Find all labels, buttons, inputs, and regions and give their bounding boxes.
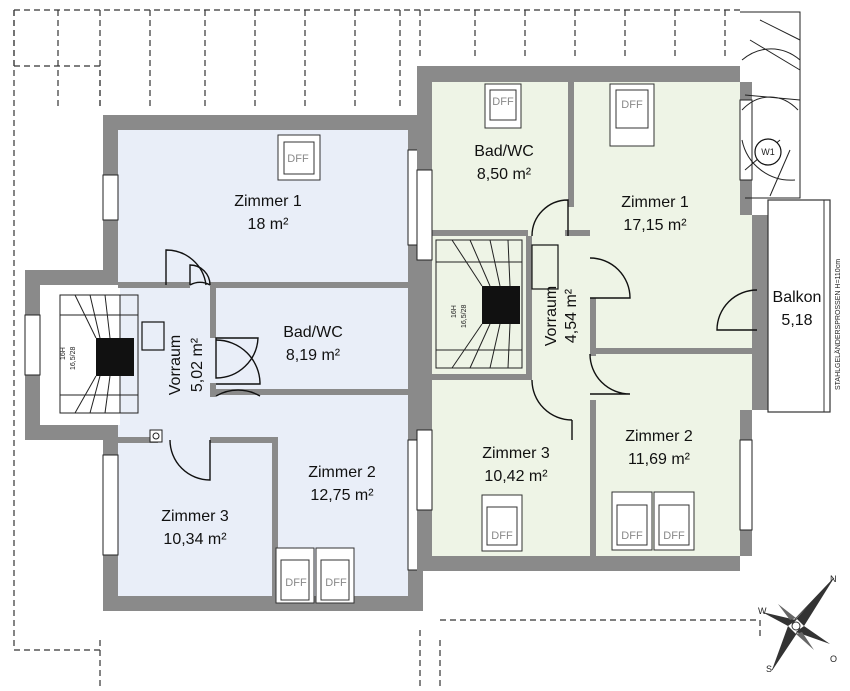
left-badwc-area: 8,19 m² (286, 347, 341, 364)
skylight-label: DFF (491, 530, 513, 542)
compass-rose: W N S O (758, 574, 837, 674)
skylight-label: DFF (287, 153, 309, 165)
right-zimmer2-area: 11,69 m² (628, 451, 691, 468)
right-zimmer3-area: 10,42 m² (484, 468, 548, 485)
right-vorraum-area: 4,54 m² (563, 288, 580, 343)
left-zimmer2-name: Zimmer 2 (308, 464, 376, 481)
balcony: Balkon 5,18 STAHLGELÄNDERSPROSSEN H=110c… (767, 199, 842, 413)
right-skylight-zimmer2a: DFF (611, 491, 653, 551)
skylight-label: DFF (325, 577, 347, 589)
w1-label: W1 (761, 147, 775, 157)
left-zimmer2-area: 12,75 m² (310, 487, 374, 504)
skylight-label: DFF (663, 530, 685, 542)
skylight-label: DFF (285, 577, 307, 589)
skylight-label: DFF (492, 96, 514, 108)
compass-w: W (758, 606, 767, 616)
w1-marker (754, 138, 782, 166)
left-unit: 16H 16,5/28 DFF DFF DFF Zimmer 1 (24, 115, 424, 611)
left-skylight-zimmer2b: DFF (315, 547, 355, 604)
left-badwc-name: Bad/WC (283, 324, 343, 341)
compass-s: S (766, 664, 772, 674)
skylight-label: DFF (621, 530, 643, 542)
right-staircase: 16H 16,5/28 (435, 239, 523, 369)
compass-o: O (830, 654, 837, 664)
left-vorraum-name: Vorraum (167, 335, 184, 395)
left-zimmer3-area: 10,34 m² (163, 531, 227, 548)
skylight-label: DFF (621, 99, 643, 111)
right-badwc-area: 8,50 m² (477, 166, 532, 183)
right-zimmer3-name: Zimmer 3 (482, 445, 550, 462)
right-skylight-bad: DFF (484, 83, 522, 129)
right-zimmer1-name: Zimmer 1 (621, 194, 689, 211)
left-skylight-zimmer2a: DFF (275, 547, 315, 604)
right-skylight-zimmer2b: DFF (653, 491, 695, 551)
roof-outline (13, 9, 761, 690)
balcony-railing-label: STAHLGELÄNDERSPROSSEN H=110cm (834, 259, 842, 390)
right-badwc-name: Bad/WC (474, 143, 534, 160)
left-zimmer3-name: Zimmer 3 (161, 508, 229, 525)
right-skylight-zimmer3: DFF (481, 494, 523, 552)
left-zimmer1-name: Zimmer 1 (234, 193, 302, 210)
right-zimmer2-name: Zimmer 2 (625, 428, 693, 445)
right-stair-steps: 16H (451, 305, 458, 318)
compass-n: N (830, 574, 837, 584)
left-unit-floor (118, 130, 408, 598)
right-skylight-zimmer1: DFF (609, 83, 655, 147)
left-zimmer1-area: 18 m² (248, 216, 290, 233)
right-vorraum-name: Vorraum (543, 286, 560, 346)
balkon-area: 5,18 (781, 312, 812, 329)
balkon-name: Balkon (773, 289, 822, 306)
left-skylight-zimmer1: DFF (277, 134, 321, 181)
right-unit: 16H 16,5/28 DFF DFF DFF DFF (416, 66, 768, 571)
left-stair-ratio: 16,5/28 (70, 347, 77, 370)
right-zimmer1-area: 17,15 m² (623, 217, 687, 234)
right-stair-ratio: 16,5/28 (461, 305, 468, 328)
external-stair: W1 (740, 11, 801, 199)
left-staircase: 16H 16,5/28 (59, 294, 139, 414)
left-stair-steps: 16H (60, 347, 67, 360)
left-vorraum-area: 5,02 m² (189, 337, 206, 392)
